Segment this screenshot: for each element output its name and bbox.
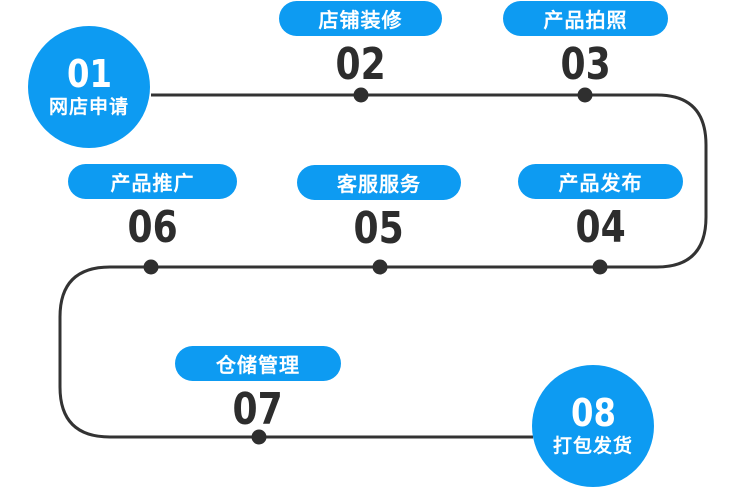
step-circle-08: 08 打包发货 — [532, 365, 654, 487]
step-circle-01: 01 网店申请 — [28, 26, 150, 148]
step-number: 08 — [570, 390, 616, 435]
step-label-pill: 客服服务 — [297, 165, 461, 200]
step-label-pill: 产品拍照 — [503, 1, 668, 36]
step-number: 06 — [127, 202, 178, 253]
step-label-pill: 产品推广 — [68, 164, 237, 199]
step-number: 02 — [335, 39, 386, 90]
step-group-02: 店铺装修 02 — [279, 1, 442, 87]
step-number: 03 — [560, 39, 611, 90]
step-label-pill: 仓储管理 — [175, 346, 341, 381]
step-number: 07 — [232, 384, 284, 435]
node-dot-03 — [577, 87, 593, 103]
node-dot-06 — [143, 259, 159, 275]
node-dot-05 — [372, 259, 388, 275]
step-label: 打包发货 — [552, 434, 633, 457]
step-group-04: 产品发布 04 — [518, 164, 683, 250]
node-dot-02 — [353, 87, 369, 103]
step-label: 网店申请 — [48, 95, 129, 118]
step-label-pill: 店铺装修 — [279, 1, 442, 36]
step-group-03: 产品拍照 03 — [503, 1, 668, 87]
step-label-pill: 产品发布 — [518, 164, 683, 199]
step-group-07: 仓储管理 07 — [175, 346, 341, 432]
node-dot-04 — [592, 259, 608, 275]
step-group-05: 客服服务 05 — [297, 165, 461, 251]
node-dot-07 — [251, 429, 267, 445]
step-number: 01 — [66, 51, 112, 96]
step-number: 04 — [575, 202, 626, 253]
step-group-06: 产品推广 06 — [68, 164, 237, 250]
step-number: 05 — [353, 203, 405, 254]
